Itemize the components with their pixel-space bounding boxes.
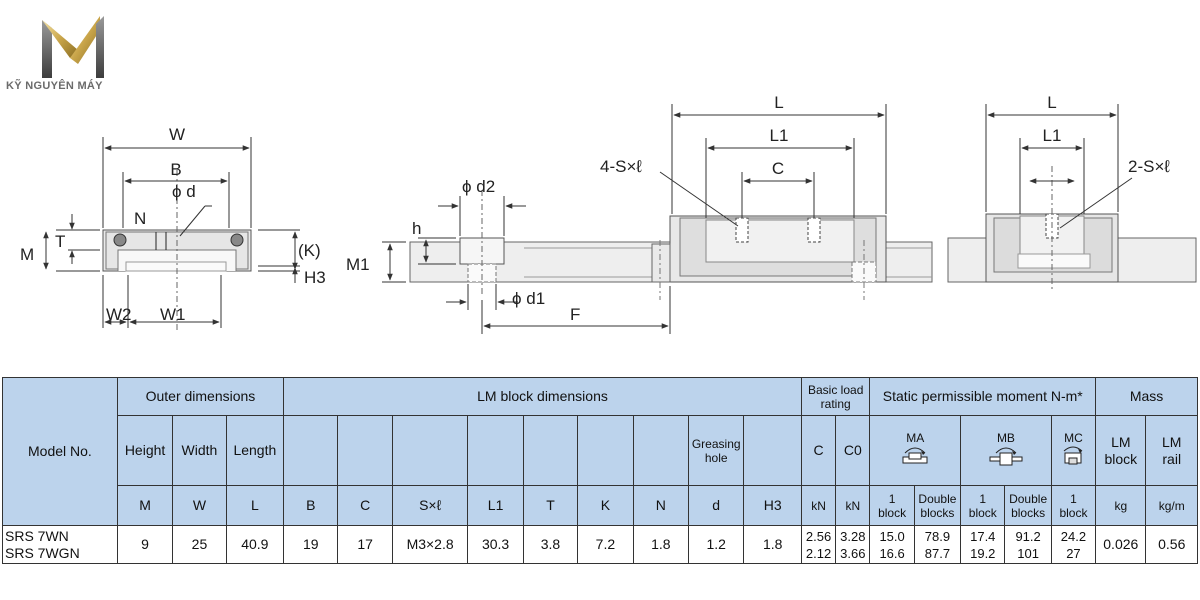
dim-label-w2: W2 [106,305,132,324]
col-load-c0: C0 [835,415,871,486]
moment-mb-icon [989,447,1023,466]
group-lm-block-dimensions: LM block dimensions [283,377,802,416]
dim-label-h3: H3 [304,268,326,287]
dim-label-l: L [774,93,783,112]
col-moment-ma: MA [869,415,962,486]
dim-label-sxl: 4-S×ℓ [600,157,642,176]
cell-w: 25 [172,525,227,564]
col-length: Length [225,415,285,486]
cell-l1: 30.3 [467,525,524,564]
col-moment-mb: MB [960,415,1052,486]
unit-c0: kN [835,485,871,526]
cell-n: 1.8 [632,525,690,564]
col-load-c: C [800,415,837,486]
col-moment-mc: MC [1050,415,1097,486]
cell-sxl: M3×2.8 [391,525,469,564]
dim-label-m1: M1 [346,255,370,274]
cell-b: 19 [283,525,339,564]
dim-label-t: T [55,232,65,251]
col-model: Model No. [2,377,118,526]
front-view [43,137,300,330]
spec-table: Model No. Outer dimensions LM block dime… [2,377,1198,564]
dim-label-l1: L1 [770,126,789,145]
unit-kgm: kg/m [1145,485,1198,526]
moment-mc-icon [1064,446,1083,465]
dim-label-l-end: L [1047,93,1056,112]
sym-n: N [632,485,690,526]
cell-k: 7.2 [577,525,634,564]
dim-label-n: N [134,209,146,228]
group-outer-dimensions: Outer dimensions [116,377,285,416]
dim-label-d2: ϕ d2 [462,177,495,196]
sym-h3: H3 [743,485,802,526]
cell-m: 9 [116,525,174,564]
cell-mass-rail: 0.56 [1145,525,1198,564]
moment-ma-icon [902,447,928,464]
group-mass: Mass [1095,377,1198,416]
sym-b: B [283,485,339,526]
sym-c: C [337,485,393,526]
unit-kg: kg [1095,485,1147,526]
dim-label-f: F [570,305,580,324]
sym-l: L [225,485,285,526]
sym-l1: L1 [467,485,524,526]
sym-w: W [172,485,227,526]
sym-t: T [522,485,579,526]
cell-t: 3.8 [522,525,579,564]
logo-text: KỸ NGUYÊN MÁY [6,80,103,92]
col-height: Height [116,415,174,486]
side-view [382,104,933,334]
cell-mass-block: 0.026 [1095,525,1147,564]
cell-d: 1.2 [687,525,745,564]
dim-label-k: (K) [298,241,321,260]
logo-mark-icon [42,16,104,78]
sym-d: d [687,485,745,526]
col-width: Width [172,415,227,486]
cell-l: 40.9 [225,525,285,564]
dim-label-d: ϕ d [172,182,196,201]
dim-label-sxl-end: 2-S×ℓ [1128,157,1170,176]
dim-label-c: C [772,159,784,178]
sym-m: M [116,485,174,526]
technical-drawing: W B ϕ d N T M (K) H3 W2 W1 ϕ d2 h M1 ϕ d… [20,93,1197,334]
cell-h3: 1.8 [743,525,802,564]
sym-sxl: S×ℓ [391,485,469,526]
unit-c: kN [800,485,837,526]
dim-label-w1: W1 [160,305,186,324]
brand-logo: KỸ NGUYÊN MÁY [0,0,140,100]
dim-label-w: W [169,125,185,144]
end-view [947,104,1197,292]
dim-label-b: B [170,160,181,179]
sym-k: K [577,485,634,526]
dim-label-l1-end: L1 [1043,126,1062,145]
dim-label-d1: ϕ d1 [512,289,545,308]
dim-label-h: h [412,219,421,238]
cell-c: 17 [337,525,393,564]
group-static-moment: Static permissible moment N-m* [869,377,1097,416]
dim-label-m: M [20,245,34,264]
